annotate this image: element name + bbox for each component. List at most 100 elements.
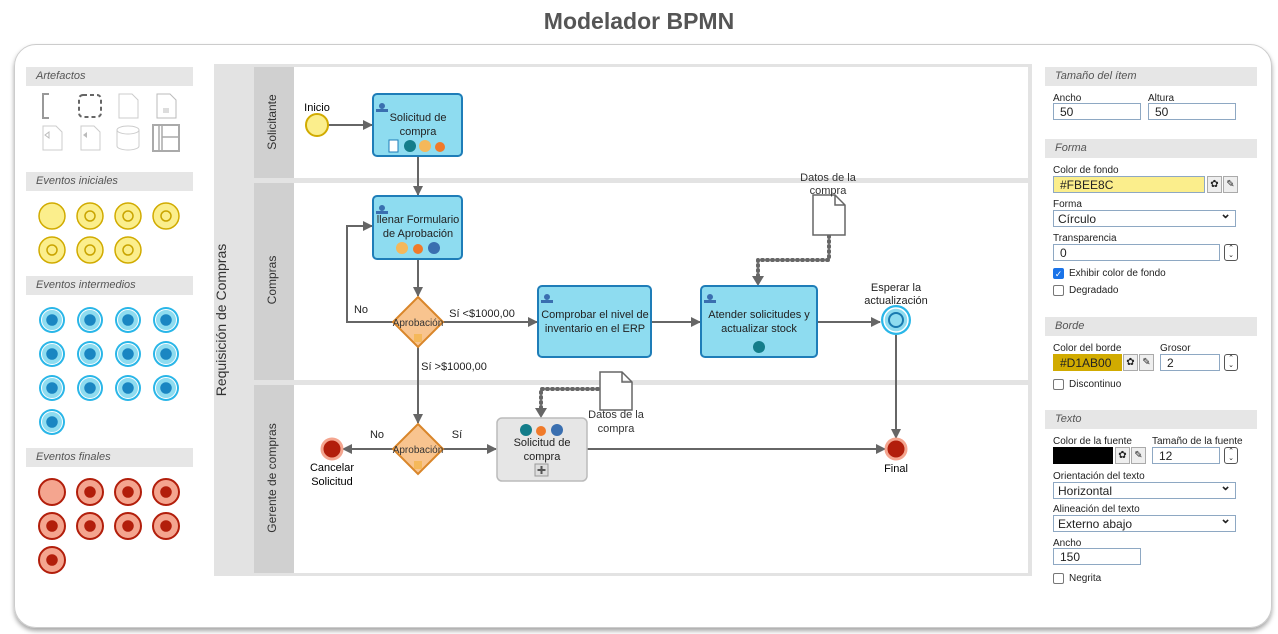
dashed-checkbox[interactable] — [1053, 379, 1064, 390]
show-bg-checkbox[interactable]: ✓ — [1053, 268, 1064, 279]
flow-label-no2: No — [370, 429, 384, 441]
expand-plus-icon — [534, 463, 549, 477]
escalation-intermediate-icon[interactable] — [151, 305, 181, 335]
dashed-group-icon[interactable] — [75, 91, 105, 121]
font-size-stepper[interactable]: ⌃⌄ — [1224, 447, 1238, 464]
lane-header-compras[interactable] — [254, 183, 294, 380]
eyedropper-icon[interactable]: ✎ — [1223, 176, 1238, 193]
task-label: Atender solicitudes y — [708, 309, 810, 321]
parallel-start-icon[interactable] — [113, 235, 143, 265]
transparency-input[interactable]: 0 — [1053, 244, 1220, 261]
message-end-icon[interactable] — [75, 477, 105, 507]
bold-checkbox[interactable] — [1053, 573, 1064, 584]
task-atender-solicitudes[interactable]: Atender solicitudes y actualizar stock — [700, 285, 818, 358]
conditional-start-icon[interactable] — [151, 201, 181, 231]
font-size-input[interactable]: 12 — [1152, 447, 1220, 464]
task-solicitud-compra[interactable]: Solicitud de compra — [372, 93, 463, 157]
form-icon — [414, 334, 422, 342]
lane-label-gerente: Gerente de compras — [265, 423, 279, 532]
integration-icon — [753, 341, 765, 353]
data-store-icon[interactable] — [113, 123, 143, 153]
alignment-value: Externo abajo — [1058, 517, 1133, 531]
timer-intermediate-icon[interactable] — [37, 305, 67, 335]
data-output-icon[interactable] — [75, 123, 105, 153]
message-catch-icon[interactable] — [113, 305, 143, 335]
terminate-end-icon[interactable] — [113, 511, 143, 541]
color-palette-icon[interactable]: ✿ — [1115, 447, 1130, 464]
integration-icon — [404, 140, 416, 152]
alert-shield-icon — [551, 424, 563, 436]
end-event-final[interactable]: Final — [884, 437, 908, 475]
gradient-checkbox[interactable] — [1053, 285, 1064, 296]
flow-no-loop[interactable] — [346, 221, 393, 323]
alignment-select[interactable]: Externo abajo — [1053, 512, 1236, 532]
eyedropper-icon[interactable]: ✎ — [1131, 447, 1146, 464]
multiple-start-icon[interactable] — [75, 235, 105, 265]
signal-throw-icon[interactable] — [75, 373, 105, 403]
gateway-aprobacion-2[interactable]: Aprobación — [391, 422, 445, 476]
multiple-throw-icon[interactable] — [151, 373, 181, 403]
association-data1[interactable] — [756, 234, 831, 280]
task-comprobar-inventario[interactable]: Comprobar el nivel de inventario en el E… — [537, 285, 652, 358]
timer-start-icon[interactable] — [75, 201, 105, 231]
subprocess-solicitud-compra[interactable]: Solicitud de compra — [496, 417, 588, 482]
signal-catch-icon[interactable] — [37, 373, 67, 403]
multiple-end-icon[interactable] — [151, 511, 181, 541]
border-color-input[interactable]: #D1AB00 — [1053, 354, 1122, 371]
font-color-swatch[interactable] — [1053, 447, 1113, 464]
signal-start-icon[interactable] — [37, 235, 67, 265]
border-width-label: Grosor — [1160, 343, 1191, 354]
bg-color-input[interactable]: #FBEE8C — [1053, 176, 1205, 193]
cancel-end-icon[interactable] — [151, 477, 181, 507]
border-width-stepper[interactable]: ⌃⌄ — [1224, 354, 1238, 371]
parallel-intermediate-icon[interactable] — [37, 407, 67, 437]
message-throw-icon[interactable] — [75, 305, 105, 335]
start-event[interactable]: Inicio — [304, 102, 330, 137]
link-catch-icon[interactable] — [113, 339, 143, 369]
lane-header-solicitante[interactable] — [254, 67, 294, 178]
gateway-aprobacion-1[interactable]: Aprobación — [391, 295, 445, 349]
width-input[interactable]: 50 — [1053, 103, 1141, 120]
height-input[interactable]: 50 — [1148, 103, 1236, 120]
table-icon[interactable] — [151, 123, 181, 153]
link-throw-icon[interactable] — [151, 339, 181, 369]
lane-header-gerente[interactable] — [254, 385, 294, 573]
data-input-icon[interactable] — [37, 123, 67, 153]
orientation-select[interactable]: Horizontal — [1053, 479, 1236, 499]
escalation-end-icon[interactable] — [37, 545, 67, 575]
form-icon — [414, 461, 422, 469]
none-end-icon[interactable] — [37, 477, 67, 507]
end-event-cancel[interactable]: Cancelar Solicitud — [310, 437, 354, 488]
bomb-icon — [413, 244, 423, 254]
transparency-stepper[interactable]: ⌃⌄ — [1224, 244, 1238, 261]
color-palette-icon[interactable]: ✿ — [1207, 176, 1222, 193]
eyedropper-icon[interactable]: ✎ — [1139, 354, 1154, 371]
signal-end-icon[interactable] — [75, 511, 105, 541]
document-collection-icon[interactable] — [151, 91, 181, 121]
intermediate-timer-event[interactable]: Esperar la actualización — [864, 282, 928, 335]
error-end-icon[interactable] — [113, 477, 143, 507]
shape-label: Forma — [1053, 199, 1082, 210]
border-width-input[interactable]: 2 — [1160, 354, 1220, 371]
user-icon — [376, 103, 388, 112]
conditional-intermediate-icon[interactable] — [75, 339, 105, 369]
task-llenar-formulario[interactable]: llenar Formulario de Aprobación — [372, 195, 463, 260]
gateway-label: Aprobación — [393, 318, 444, 329]
font-color-label: Color de la fuente — [1053, 436, 1132, 447]
compensation-intermediate-icon[interactable] — [37, 339, 67, 369]
text-width-input[interactable]: 150 — [1053, 548, 1141, 565]
association-data2[interactable] — [539, 387, 600, 410]
show-bg-label: Exhibir color de fondo — [1069, 268, 1166, 279]
multiple-catch-icon[interactable] — [113, 373, 143, 403]
shape-select[interactable]: Círculo — [1053, 207, 1236, 227]
data-object-2[interactable]: Datos de la compra — [588, 371, 645, 435]
message-start-icon[interactable] — [113, 201, 143, 231]
data-object-1[interactable]: Datos de la compra — [800, 172, 857, 236]
color-palette-icon[interactable]: ✿ — [1123, 354, 1138, 371]
group-icon[interactable] — [37, 91, 67, 121]
compensation-end-icon[interactable] — [37, 511, 67, 541]
start-event-icon[interactable] — [37, 201, 67, 231]
document-icon[interactable] — [113, 91, 143, 121]
transparency-label: Transparencia — [1053, 233, 1117, 244]
